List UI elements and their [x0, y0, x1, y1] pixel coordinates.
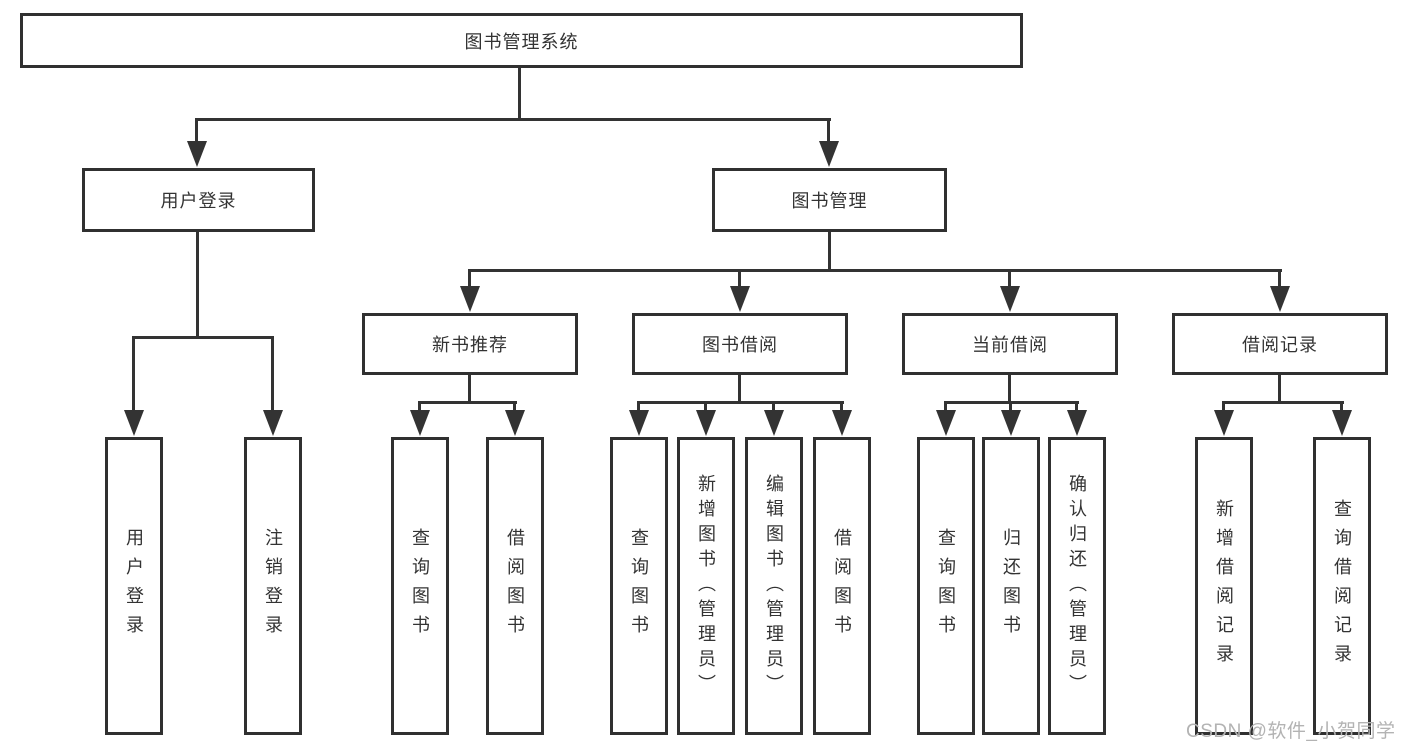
arrow-down-icon	[1067, 410, 1087, 436]
connector-line	[1008, 269, 1011, 289]
node-book-management: 图书管理	[712, 168, 947, 232]
node-book-borrowing: 图书借阅	[632, 313, 848, 375]
node-label: 借阅记录	[1242, 335, 1318, 355]
arrow-down-icon	[730, 286, 750, 312]
arrow-down-icon	[764, 410, 784, 436]
leaf-add-books-admin: 新增图书（管理员）	[677, 437, 735, 735]
connector-line	[704, 401, 707, 413]
arrow-down-icon	[936, 410, 956, 436]
connector-line	[1340, 401, 1343, 413]
connector-line	[827, 118, 830, 144]
leaf-label: 查询图书	[629, 528, 649, 644]
leaf-query-books-borrowing: 查询图书	[610, 437, 668, 735]
leaf-label: 归还图书	[1001, 528, 1021, 644]
csdn-watermark: CSDN @软件_小贺同学	[1186, 721, 1396, 742]
connector-line	[738, 375, 741, 404]
arrow-down-icon	[124, 410, 144, 436]
connector-line	[418, 401, 421, 413]
leaf-borrow-books: 借阅图书	[813, 437, 871, 735]
leaf-label: 查询图书	[936, 528, 956, 644]
leaf-query-borrow-record: 查询借阅记录	[1313, 437, 1371, 735]
connector-line	[637, 401, 640, 413]
connector-line	[1009, 401, 1012, 413]
connector-line	[840, 401, 843, 413]
connector-line	[468, 375, 471, 404]
arrow-down-icon	[819, 141, 839, 167]
leaf-label: 编辑图书（管理员）	[764, 473, 784, 699]
arrow-down-icon	[410, 410, 430, 436]
leaf-query-books-current: 查询图书	[917, 437, 975, 735]
arrow-down-icon	[1270, 286, 1290, 312]
connector-line	[518, 68, 521, 120]
leaf-label: 借阅图书	[832, 528, 852, 644]
connector-line	[944, 401, 947, 413]
connector-line	[196, 232, 199, 339]
connector-line	[418, 401, 517, 404]
leaf-label: 新增图书（管理员）	[696, 473, 716, 699]
connector-line	[1222, 401, 1344, 404]
node-borrowing-records: 借阅记录	[1172, 313, 1388, 375]
arrow-down-icon	[1000, 286, 1020, 312]
leaf-borrow-books-recommend: 借阅图书	[486, 437, 544, 735]
leaf-query-books-recommend: 查询图书	[391, 437, 449, 735]
leaf-label: 查询图书	[410, 528, 430, 644]
connector-line	[1278, 269, 1281, 289]
connector-line	[772, 401, 775, 413]
node-label: 图书管理系统	[464, 31, 579, 52]
connector-line	[738, 269, 741, 289]
node-new-book-recommend: 新书推荐	[362, 313, 578, 375]
arrow-down-icon	[696, 410, 716, 436]
arrow-down-icon	[505, 410, 525, 436]
arrow-down-icon	[629, 410, 649, 436]
node-current-borrowing: 当前借阅	[902, 313, 1118, 375]
leaf-add-borrow-record: 新增借阅记录	[1195, 437, 1253, 735]
connector-line	[1222, 401, 1225, 413]
connector-line	[1008, 375, 1011, 404]
leaf-label: 新增借阅记录	[1214, 499, 1234, 673]
arrow-down-icon	[460, 286, 480, 312]
arrow-down-icon	[1332, 410, 1352, 436]
node-label: 用户登录	[160, 191, 237, 211]
leaf-return-books: 归还图书	[982, 437, 1040, 735]
connector-line	[197, 118, 831, 121]
connector-line	[468, 269, 471, 289]
node-label: 图书管理	[791, 191, 868, 211]
connector-line	[271, 336, 274, 414]
arrow-down-icon	[832, 410, 852, 436]
node-label: 图书借阅	[702, 335, 778, 355]
connector-line	[637, 401, 844, 404]
connector-line	[195, 118, 198, 144]
connector-line	[468, 269, 1282, 272]
connector-line	[1278, 375, 1281, 404]
leaf-label: 注销登录	[263, 528, 283, 644]
connector-line	[1075, 401, 1078, 413]
leaf-confirm-return-admin: 确认归还（管理员）	[1048, 437, 1106, 735]
connector-line	[132, 336, 135, 414]
arrow-down-icon	[263, 410, 283, 436]
connector-line	[132, 336, 274, 339]
arrow-down-icon	[187, 141, 207, 167]
connector-line	[513, 401, 516, 413]
node-library-management-system: 图书管理系统	[20, 13, 1023, 68]
node-user-login: 用户登录	[82, 168, 315, 232]
leaf-label: 用户登录	[124, 528, 144, 644]
arrow-down-icon	[1001, 410, 1021, 436]
leaf-label: 查询借阅记录	[1332, 499, 1352, 673]
node-label: 新书推荐	[432, 335, 508, 355]
leaf-label: 借阅图书	[505, 528, 525, 644]
arrow-down-icon	[1214, 410, 1234, 436]
leaf-edit-books-admin: 编辑图书（管理员）	[745, 437, 803, 735]
leaf-logout: 注销登录	[244, 437, 302, 735]
leaf-label: 确认归还（管理员）	[1067, 473, 1087, 699]
node-label: 当前借阅	[972, 335, 1048, 355]
leaf-user-login: 用户登录	[105, 437, 163, 735]
connector-line	[828, 232, 831, 272]
